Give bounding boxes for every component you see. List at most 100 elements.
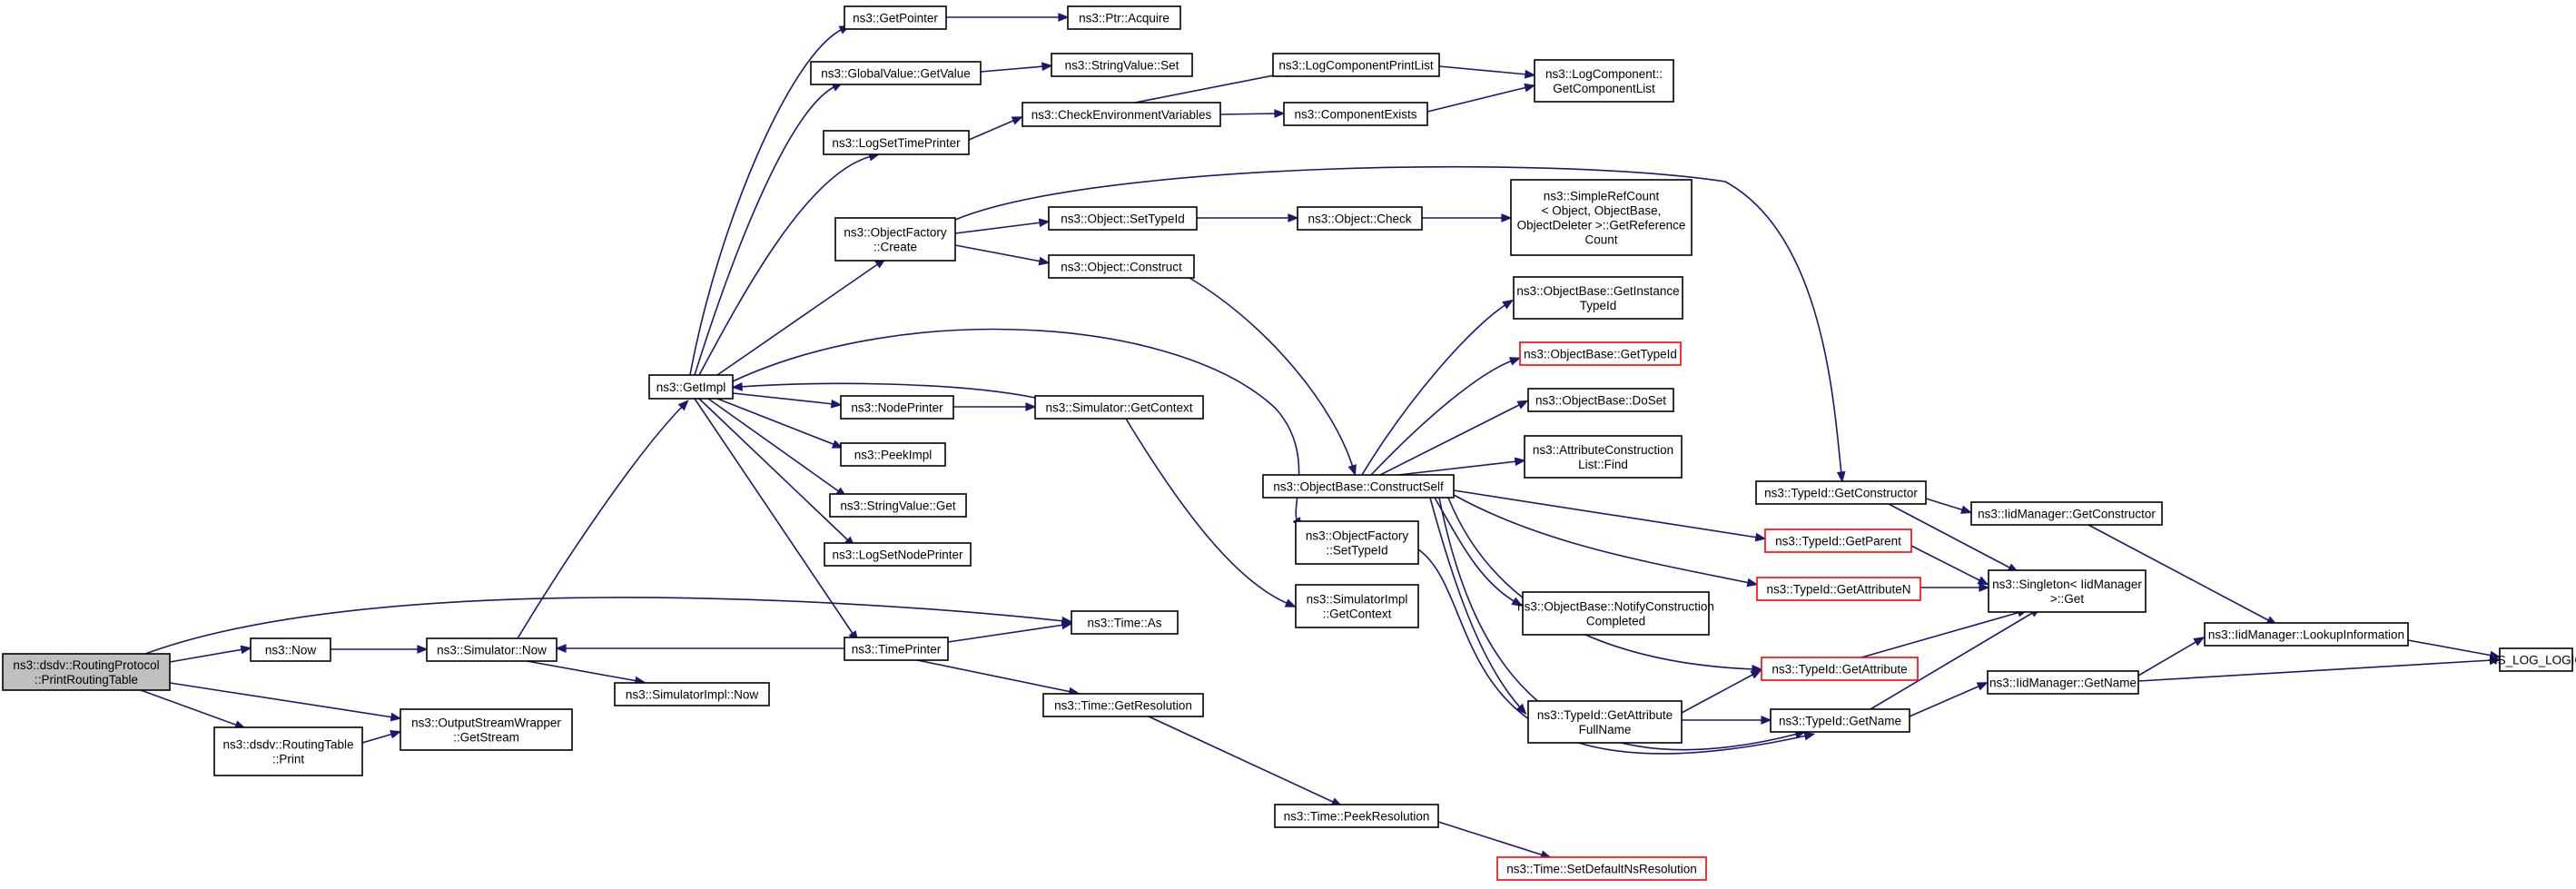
edge-tidgetname-to-iidgetname [1909, 682, 1989, 717]
node-box [1524, 435, 1683, 479]
node-singleton[interactable]: ns3::Singleton< IidManager>::Get [1988, 569, 2147, 613]
edge-getimpl-to-logsettp [698, 152, 881, 376]
node-label: ns3::ObjectFactory [1306, 529, 1409, 543]
node-simgetctx[interactable]: ns3::Simulator::GetContext [1034, 395, 1204, 420]
node-label: ns3::NodePrinter [851, 401, 943, 415]
node-simimplnow[interactable]: ns3::SimulatorImpl::Now [614, 682, 770, 706]
node-label: ns3::Time::As [1087, 617, 1161, 630]
node-obnotify[interactable]: ns3::ObjectBase::NotifyConstructionCompl… [1517, 591, 1714, 636]
node-objsettid[interactable]: ns3::Object::SetTypeId [1048, 206, 1198, 231]
node-label: ns3::Now [265, 644, 317, 657]
edge-line [144, 597, 1065, 655]
node-logcpl[interactable]: ns3::LogComponentPrintList [1272, 53, 1440, 77]
node-objfactcreate[interactable]: ns3::ObjectFactory::Create [834, 217, 956, 262]
node-tidgetattrn[interactable]: ns3::TypeId::GetAttributeN [1756, 577, 1921, 601]
arrowhead-icon [1501, 213, 1513, 222]
edge-obcs-to-obnotify [1434, 497, 1524, 607]
node-box [1761, 657, 1919, 681]
edge-timepeekres-to-timesetdef [1437, 821, 1553, 859]
node-box [1987, 670, 2139, 695]
node-timegetres[interactable]: ns3::Time::GetResolution [1042, 693, 1204, 717]
node-rtprint[interactable]: ns3::dsdv::RoutingTable::Print [213, 726, 363, 776]
arrowhead-icon [1524, 69, 1536, 79]
node-label: TypeId [1580, 299, 1617, 312]
edge-line [1910, 545, 1982, 582]
node-tidgetparent[interactable]: ns3::TypeId::GetParent [1764, 528, 1912, 553]
edge-line [1870, 611, 2035, 710]
node-label: ns3::Object::SetTypeId [1061, 212, 1185, 226]
node-label: NS_LOG_LOGIC [2489, 654, 2576, 667]
node-timeprinter[interactable]: ns3::TimePrinter [844, 637, 949, 661]
node-timeas[interactable]: ns3::Time::As [1071, 610, 1179, 635]
arrowhead-icon [1284, 598, 1297, 607]
node-box [1272, 53, 1440, 77]
node-nodeprinter[interactable]: ns3::NodePrinter [840, 395, 954, 420]
arrowhead-icon [1058, 13, 1070, 22]
node-logcgetlist[interactable]: ns3::LogComponent::GetComponentList [1534, 59, 1674, 103]
node-box [1067, 5, 1181, 30]
node-simimplctx[interactable]: ns3::SimulatorImpl::GetContext [1295, 584, 1419, 628]
node-box [840, 442, 946, 467]
node-iidlookup[interactable]: ns3::IidManager::LookupInformation [2204, 622, 2409, 647]
node-tidgetctor[interactable]: ns3::TypeId::GetConstructor [1755, 480, 1927, 505]
node-checkenv[interactable]: ns3::CheckEnvironmentVariables [1022, 102, 1221, 127]
node-gvget[interactable]: ns3::GlobalValue::GetValue [810, 61, 982, 85]
node-root[interactable]: ns3::dsdv::RoutingProtocol::PrintRouting… [2, 653, 171, 691]
node-svset[interactable]: ns3::StringValue::Set [1051, 53, 1193, 77]
node-peekimpl[interactable]: ns3::PeekImpl [840, 442, 946, 467]
edge-line [732, 328, 1300, 522]
arrowhead-icon [1274, 109, 1286, 118]
edge-obcs-to-obdoset [1379, 400, 1529, 476]
edge-tidgetattrn-to-singleton [1920, 583, 1990, 592]
edge-line [1148, 716, 1336, 804]
edge-tidgetattrfull-to-tidgetattr [1681, 669, 1762, 714]
node-simnow[interactable]: ns3::Simulator::Now [426, 637, 558, 662]
node-box [250, 637, 331, 662]
node-obdoset[interactable]: ns3::ObjectBase::DoSet [1527, 388, 1674, 412]
node-svget[interactable]: ns3::StringValue::Get [829, 493, 967, 518]
node-now[interactable]: ns3::Now [250, 637, 331, 662]
node-iidgetctor[interactable]: ns3::IidManager::GetConstructor [1970, 501, 2163, 526]
node-objconstruct[interactable]: ns3::Object::Construct [1048, 254, 1195, 279]
edge-rtprint-to-osw [361, 730, 402, 744]
node-tidgetname[interactable]: ns3::TypeId::GetName [1770, 708, 1910, 733]
edge-line [2407, 639, 2493, 657]
node-tidgetattr[interactable]: ns3::TypeId::GetAttribute [1761, 657, 1919, 681]
edge-line [1426, 86, 1528, 113]
edge-line [689, 28, 844, 376]
node-ptracquire[interactable]: ns3::Ptr::Acquire [1067, 5, 1181, 30]
node-label: ns3::TimePrinter [852, 643, 942, 657]
node-objcheck[interactable]: ns3::Object::Check [1297, 206, 1423, 231]
edge-line [954, 165, 1842, 475]
node-timesetdef[interactable]: ns3::Time::SetDefaultNsResolution [1496, 856, 1707, 881]
node-iidgetname[interactable]: ns3::IidManager::GetName [1987, 670, 2139, 695]
node-timepeekres[interactable]: ns3::Time::PeekResolution [1274, 804, 1439, 828]
node-getpointer[interactable]: ns3::GetPointer [844, 5, 947, 30]
arrowhead-icon [1038, 218, 1051, 228]
node-label: ns3::IidManager::GetName [1989, 677, 2137, 690]
node-logsettp[interactable]: ns3::LogSetTimePrinter [823, 130, 970, 155]
node-label: ::Print [272, 753, 305, 766]
node-compexists[interactable]: ns3::ComponentExists [1283, 102, 1428, 126]
arrowhead-icon [417, 645, 429, 654]
edge-line [1189, 277, 1354, 469]
node-label: ::SetTypeId [1326, 544, 1387, 558]
node-ofsettid[interactable]: ns3::ObjectFactory::SetTypeId [1295, 520, 1419, 565]
node-obgettid[interactable]: ns3::ObjectBase::GetTypeId [1519, 341, 1682, 366]
node-getimpl[interactable]: ns3::GetImpl [648, 374, 734, 400]
edge-line [2087, 524, 2271, 622]
node-logsetnp[interactable]: ns3::LogSetNodePrinter [824, 542, 972, 567]
node-label: ns3::TypeId::GetName [1779, 715, 1901, 728]
node-osw[interactable]: ns3::OutputStreamWrapper::GetStream [400, 708, 573, 751]
node-srcgetref[interactable]: ns3::SimpleRefCount< Object, ObjectBase,… [1510, 179, 1693, 256]
edge-obcs-to-acfind [1397, 457, 1526, 476]
edge-line [517, 405, 684, 639]
node-box [1527, 700, 1683, 744]
node-obcs[interactable]: ns3::ObjectBase::ConstructSelf [1262, 474, 1455, 499]
arrowhead-icon [2193, 637, 2206, 647]
node-nslog[interactable]: NS_LOG_LOGIC [2489, 647, 2576, 672]
node-label: ns3::Time::SetDefaultNsResolution [1506, 863, 1697, 876]
